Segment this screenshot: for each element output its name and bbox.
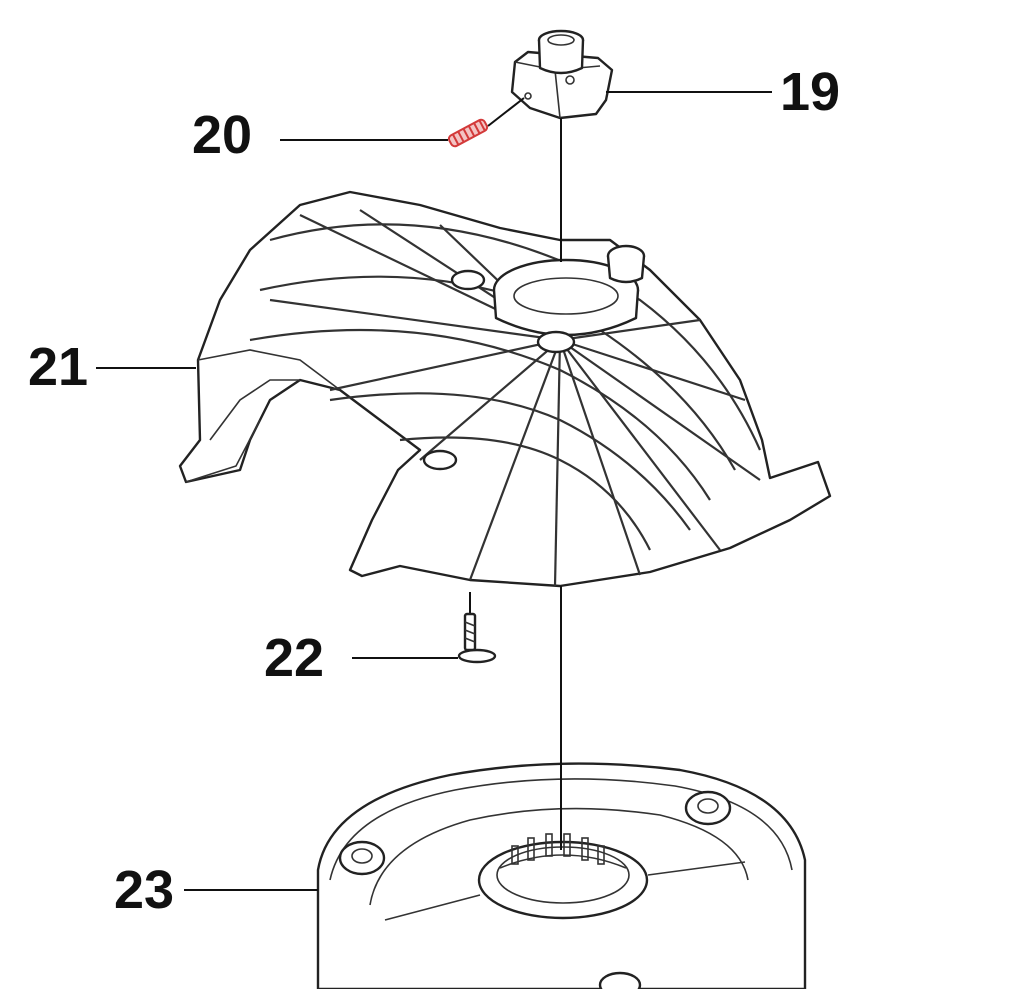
callout-20: 20 xyxy=(192,105,252,165)
callout-22: 22 xyxy=(264,628,324,688)
callout-19: 19 xyxy=(780,62,840,122)
part-22-screw xyxy=(457,592,497,664)
part-21-cover xyxy=(178,190,832,588)
callout-21: 21 xyxy=(28,337,88,397)
part-20-spring xyxy=(447,97,525,148)
part-19-housing xyxy=(510,29,614,120)
part-23-base xyxy=(316,762,807,989)
callout-23: 23 xyxy=(114,860,174,920)
